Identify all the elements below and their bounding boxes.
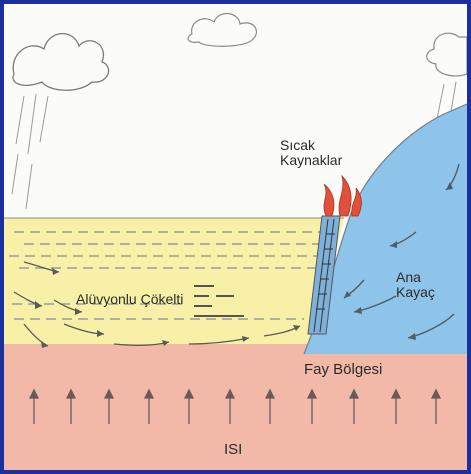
label-bedrock-line2: Kayaç [396,285,435,300]
label-fault-zone: Fay Bölgesi [304,362,382,379]
label-hot-springs-line2: Kaynaklar [280,153,342,168]
label-bedrock: Ana Kayaç [396,270,435,301]
label-hot-springs-line1: Sıcak [280,138,342,153]
label-hot-springs: Sıcak Kaynaklar [280,138,342,169]
sediment-layer [4,218,344,344]
label-heat: ISI [224,442,242,459]
hot-spring-diagram [4,4,467,470]
label-alluvium: Alüvyonlu Çökelti [76,292,183,307]
label-bedrock-line1: Ana [396,270,435,285]
